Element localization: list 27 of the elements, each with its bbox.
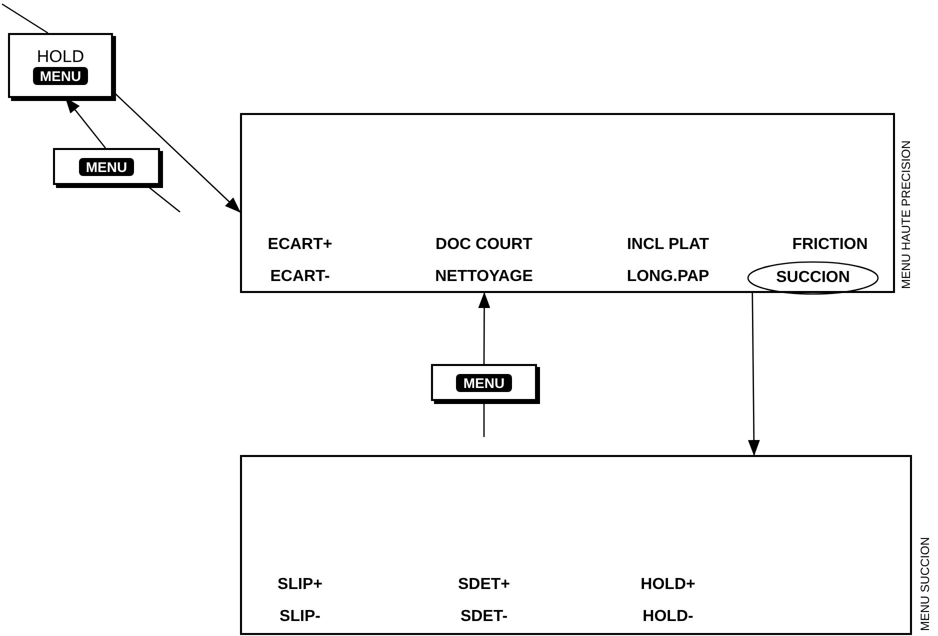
key-label: MENU	[78, 158, 134, 176]
panel-title: MENU SUCCION	[918, 536, 932, 631]
menu-option: HOLD-	[642, 608, 694, 626]
arrow	[478, 292, 490, 364]
button-key	[8, 33, 113, 98]
button-key	[431, 364, 537, 401]
connector-line	[483, 401, 485, 437]
menu-option: SLIP+	[278, 576, 322, 594]
menu-option: SDET-	[460, 608, 508, 626]
menu-option: NETTOYAGE	[435, 268, 533, 286]
menu-option: FRICTION	[792, 236, 868, 254]
button-key	[53, 148, 160, 185]
menu-option: LONG.PAP	[626, 268, 710, 286]
connector-line	[2, 3, 48, 34]
key-label: MENU	[32, 66, 88, 84]
menu-option: ECART+	[268, 236, 332, 254]
highlight-ellipse	[747, 261, 879, 295]
key-label: MENU	[456, 374, 512, 392]
menu-option: SDET+	[458, 576, 510, 594]
key-caption: HOLD	[36, 46, 84, 66]
menu-option: SLIP-	[280, 608, 320, 626]
menu-option: HOLD+	[640, 576, 696, 594]
panel-title: MENU HAUTE PRECISION	[899, 140, 913, 289]
menu-option: DOC COURT	[436, 236, 532, 254]
menu-option: INCL PLAT	[626, 236, 710, 254]
menu-option: SUCCION	[776, 269, 850, 287]
menu-option: ECART-	[270, 268, 330, 286]
